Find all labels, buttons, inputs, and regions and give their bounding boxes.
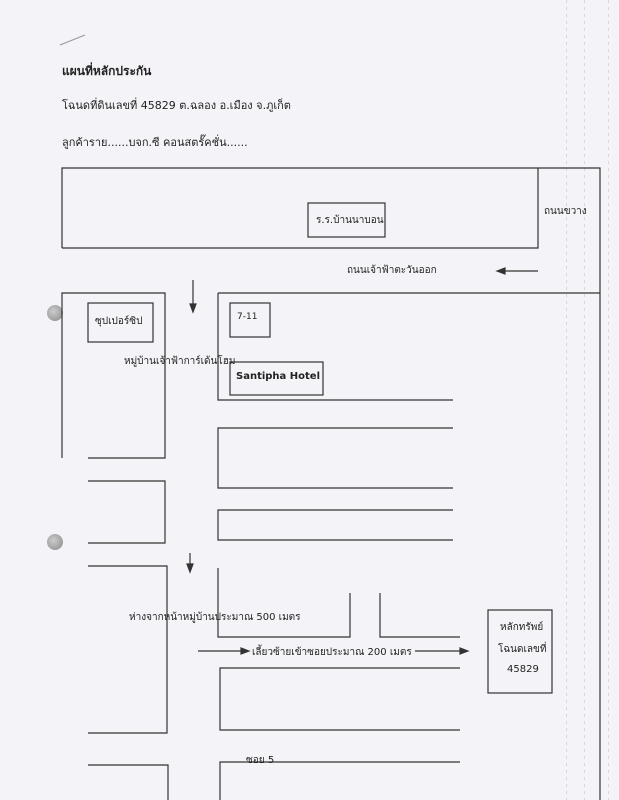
property-box <box>487 609 553 694</box>
hotel-label: Santipha Hotel <box>236 371 321 382</box>
punch-hole <box>47 534 63 550</box>
block <box>217 293 453 401</box>
punch-hole <box>47 305 63 321</box>
arrow-right-icon <box>415 647 470 655</box>
soi-label: ซอย 5 <box>246 755 275 766</box>
school-box <box>307 202 386 238</box>
property-deed-label: โฉนดเลขที่ <box>498 644 547 655</box>
scan-artifact <box>566 0 567 800</box>
scan-artifact <box>584 0 585 800</box>
page-title: แผนที่หลักประกัน <box>62 64 152 78</box>
pen-mark <box>59 34 86 46</box>
property-deed-number: 45829 <box>507 664 539 675</box>
main-road-label: ถนนเจ้าฟ้าตะวันออก <box>347 265 437 276</box>
block <box>219 761 460 800</box>
arrow-down-icon <box>186 553 194 574</box>
arrow-right-icon <box>198 647 251 655</box>
block <box>88 480 166 544</box>
arrow-down-icon <box>189 280 197 314</box>
property-label: หลักทรัพย์ <box>500 622 544 633</box>
block <box>217 509 453 541</box>
block <box>88 764 169 800</box>
cross-road-label: ถนนขวาง <box>544 206 587 217</box>
map-frame <box>61 167 601 800</box>
hotel-box <box>229 361 324 396</box>
deed-line: โฉนดที่ดินเลขที่ 45829 ต.ฉลอง อ.เมือง จ.… <box>62 99 291 112</box>
school-block <box>62 168 539 249</box>
block <box>219 667 460 731</box>
seven-eleven-box <box>229 302 271 338</box>
block <box>217 427 453 489</box>
turn-note: เลี้ยวซ้ายเข้าซอยประมาณ 200 เมตร <box>252 647 412 658</box>
distance-note: ห่างจากหน้าหมู่บ้านประมาณ 500 เมตร <box>129 612 301 623</box>
arrow-left-icon <box>495 267 538 275</box>
customer-line: ลูกค้าราย......บจก.ซี คอนสตรั๊คชั่น.....… <box>62 136 248 149</box>
school-label: ร.ร.บ้านนาบอน <box>316 215 384 226</box>
block <box>88 565 168 734</box>
village-label: หมู่บ้านเจ้าฟ้าการ์เด้นโฮม <box>124 356 236 367</box>
block <box>379 593 460 638</box>
supercheap-label: ซุปเปอร์ซิป <box>95 316 143 327</box>
seven-eleven-label: 7-11 <box>237 312 258 322</box>
supercheap-box <box>87 302 154 343</box>
scan-artifact <box>608 0 609 800</box>
block <box>217 568 351 638</box>
block <box>61 292 166 459</box>
